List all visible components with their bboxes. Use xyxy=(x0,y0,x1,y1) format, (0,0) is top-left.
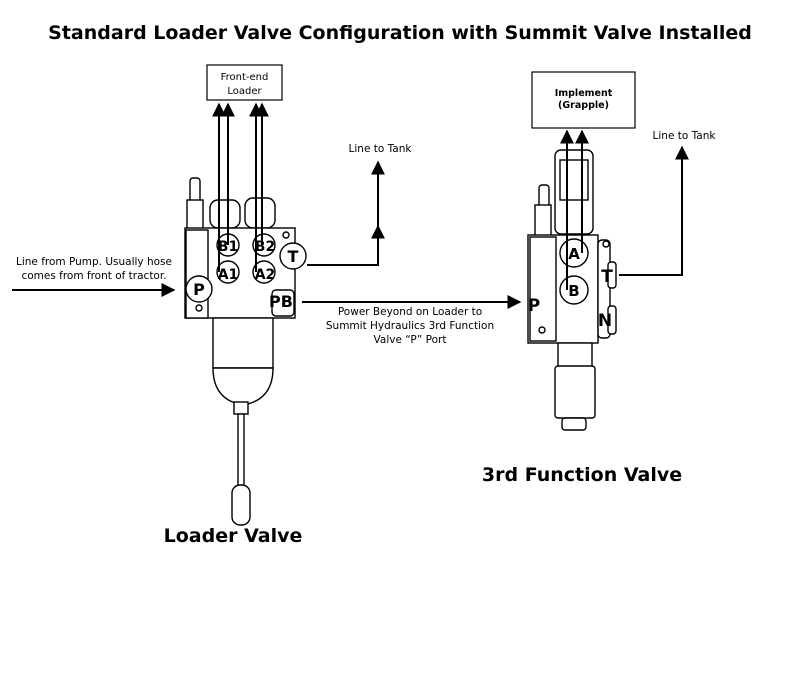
power-beyond-label-line1: Power Beyond on Loader to xyxy=(338,306,482,318)
front-end-loader-line1: Front-end xyxy=(221,72,269,83)
front-end-loader-box xyxy=(206,64,283,101)
third-valve-tank-line xyxy=(619,145,689,276)
diagram-title: Standard Loader Valve Configuration with… xyxy=(48,22,752,44)
port-n-label: N xyxy=(598,311,612,331)
implement-box xyxy=(531,71,636,129)
port-t-label-3rd: T xyxy=(601,267,613,287)
implement-line1: Implement xyxy=(555,88,613,99)
port-b2-label: B2 xyxy=(255,239,275,255)
port-t-label: T xyxy=(288,247,299,266)
third-function-valve-drawing xyxy=(527,149,617,431)
loader-valve-label: Loader Valve xyxy=(164,525,303,547)
pump-label-line2: comes from front of tractor. xyxy=(21,270,166,282)
port-p-label: P xyxy=(193,280,205,299)
implement-line2: (Grapple) xyxy=(558,100,609,111)
third-function-valve-label: 3rd Function Valve xyxy=(482,464,682,486)
third-valve-tank-label: Line to Tank xyxy=(653,130,717,142)
port-b-label: B xyxy=(568,282,579,300)
loader-valve-drawing xyxy=(184,177,307,526)
pump-label-line1: Line from Pump. Usually hose xyxy=(16,256,172,268)
port-pb-label: PB xyxy=(269,292,293,311)
port-a-label: A xyxy=(568,245,580,263)
port-b1-label: B1 xyxy=(218,239,238,255)
loader-tank-line xyxy=(307,160,385,266)
power-beyond-label-line2: Summit Hydraulics 3rd Function xyxy=(326,320,494,332)
loader-tank-label: Line to Tank xyxy=(349,143,413,155)
port-a1-label: A1 xyxy=(218,267,239,283)
front-end-loader-line2: Loader xyxy=(227,86,262,97)
port-a2-label: A2 xyxy=(255,267,276,283)
port-p-label-3rd: P xyxy=(528,296,540,316)
power-beyond-label-line3: Valve “P” Port xyxy=(374,334,447,346)
